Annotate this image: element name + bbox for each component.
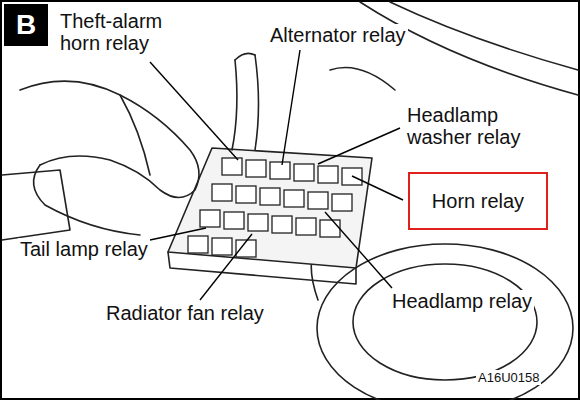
leader-line bbox=[282, 50, 300, 165]
leader-line bbox=[325, 212, 392, 288]
right-hand-finger bbox=[235, 53, 255, 60]
part-label: Alternator relay bbox=[268, 24, 408, 46]
leader-line bbox=[150, 228, 206, 240]
figure-code: A16U0158 bbox=[476, 370, 541, 385]
left-hand-finger bbox=[120, 95, 150, 175]
cable bbox=[330, 68, 395, 91]
left-hand bbox=[20, 81, 199, 197]
part-label: Theft-alarm horn relay bbox=[58, 10, 202, 54]
leader-line bbox=[352, 176, 403, 200]
part-label: Radiator fan relay bbox=[104, 302, 266, 324]
leader-lines bbox=[150, 50, 403, 300]
battery-edge bbox=[2, 170, 70, 240]
leader-line bbox=[318, 128, 400, 164]
highlight-box: Horn relay bbox=[408, 172, 548, 230]
node-text: B bbox=[16, 9, 36, 41]
relay-box-side bbox=[168, 252, 356, 284]
part-label: Headlamp washer relay bbox=[405, 104, 559, 148]
cable bbox=[360, 2, 578, 95]
part-label: Tail lamp relay bbox=[18, 238, 150, 260]
node-text: Horn relay bbox=[432, 190, 524, 213]
right-hand-finger bbox=[255, 55, 259, 150]
figure-letter: B bbox=[4, 4, 48, 46]
strut-dome-inner bbox=[353, 264, 537, 380]
part-label: Headlamp relay bbox=[390, 290, 534, 312]
leader-line bbox=[200, 234, 252, 300]
left-hand bbox=[34, 165, 140, 235]
right-hand-finger bbox=[232, 60, 237, 150]
leader-line bbox=[150, 62, 238, 160]
